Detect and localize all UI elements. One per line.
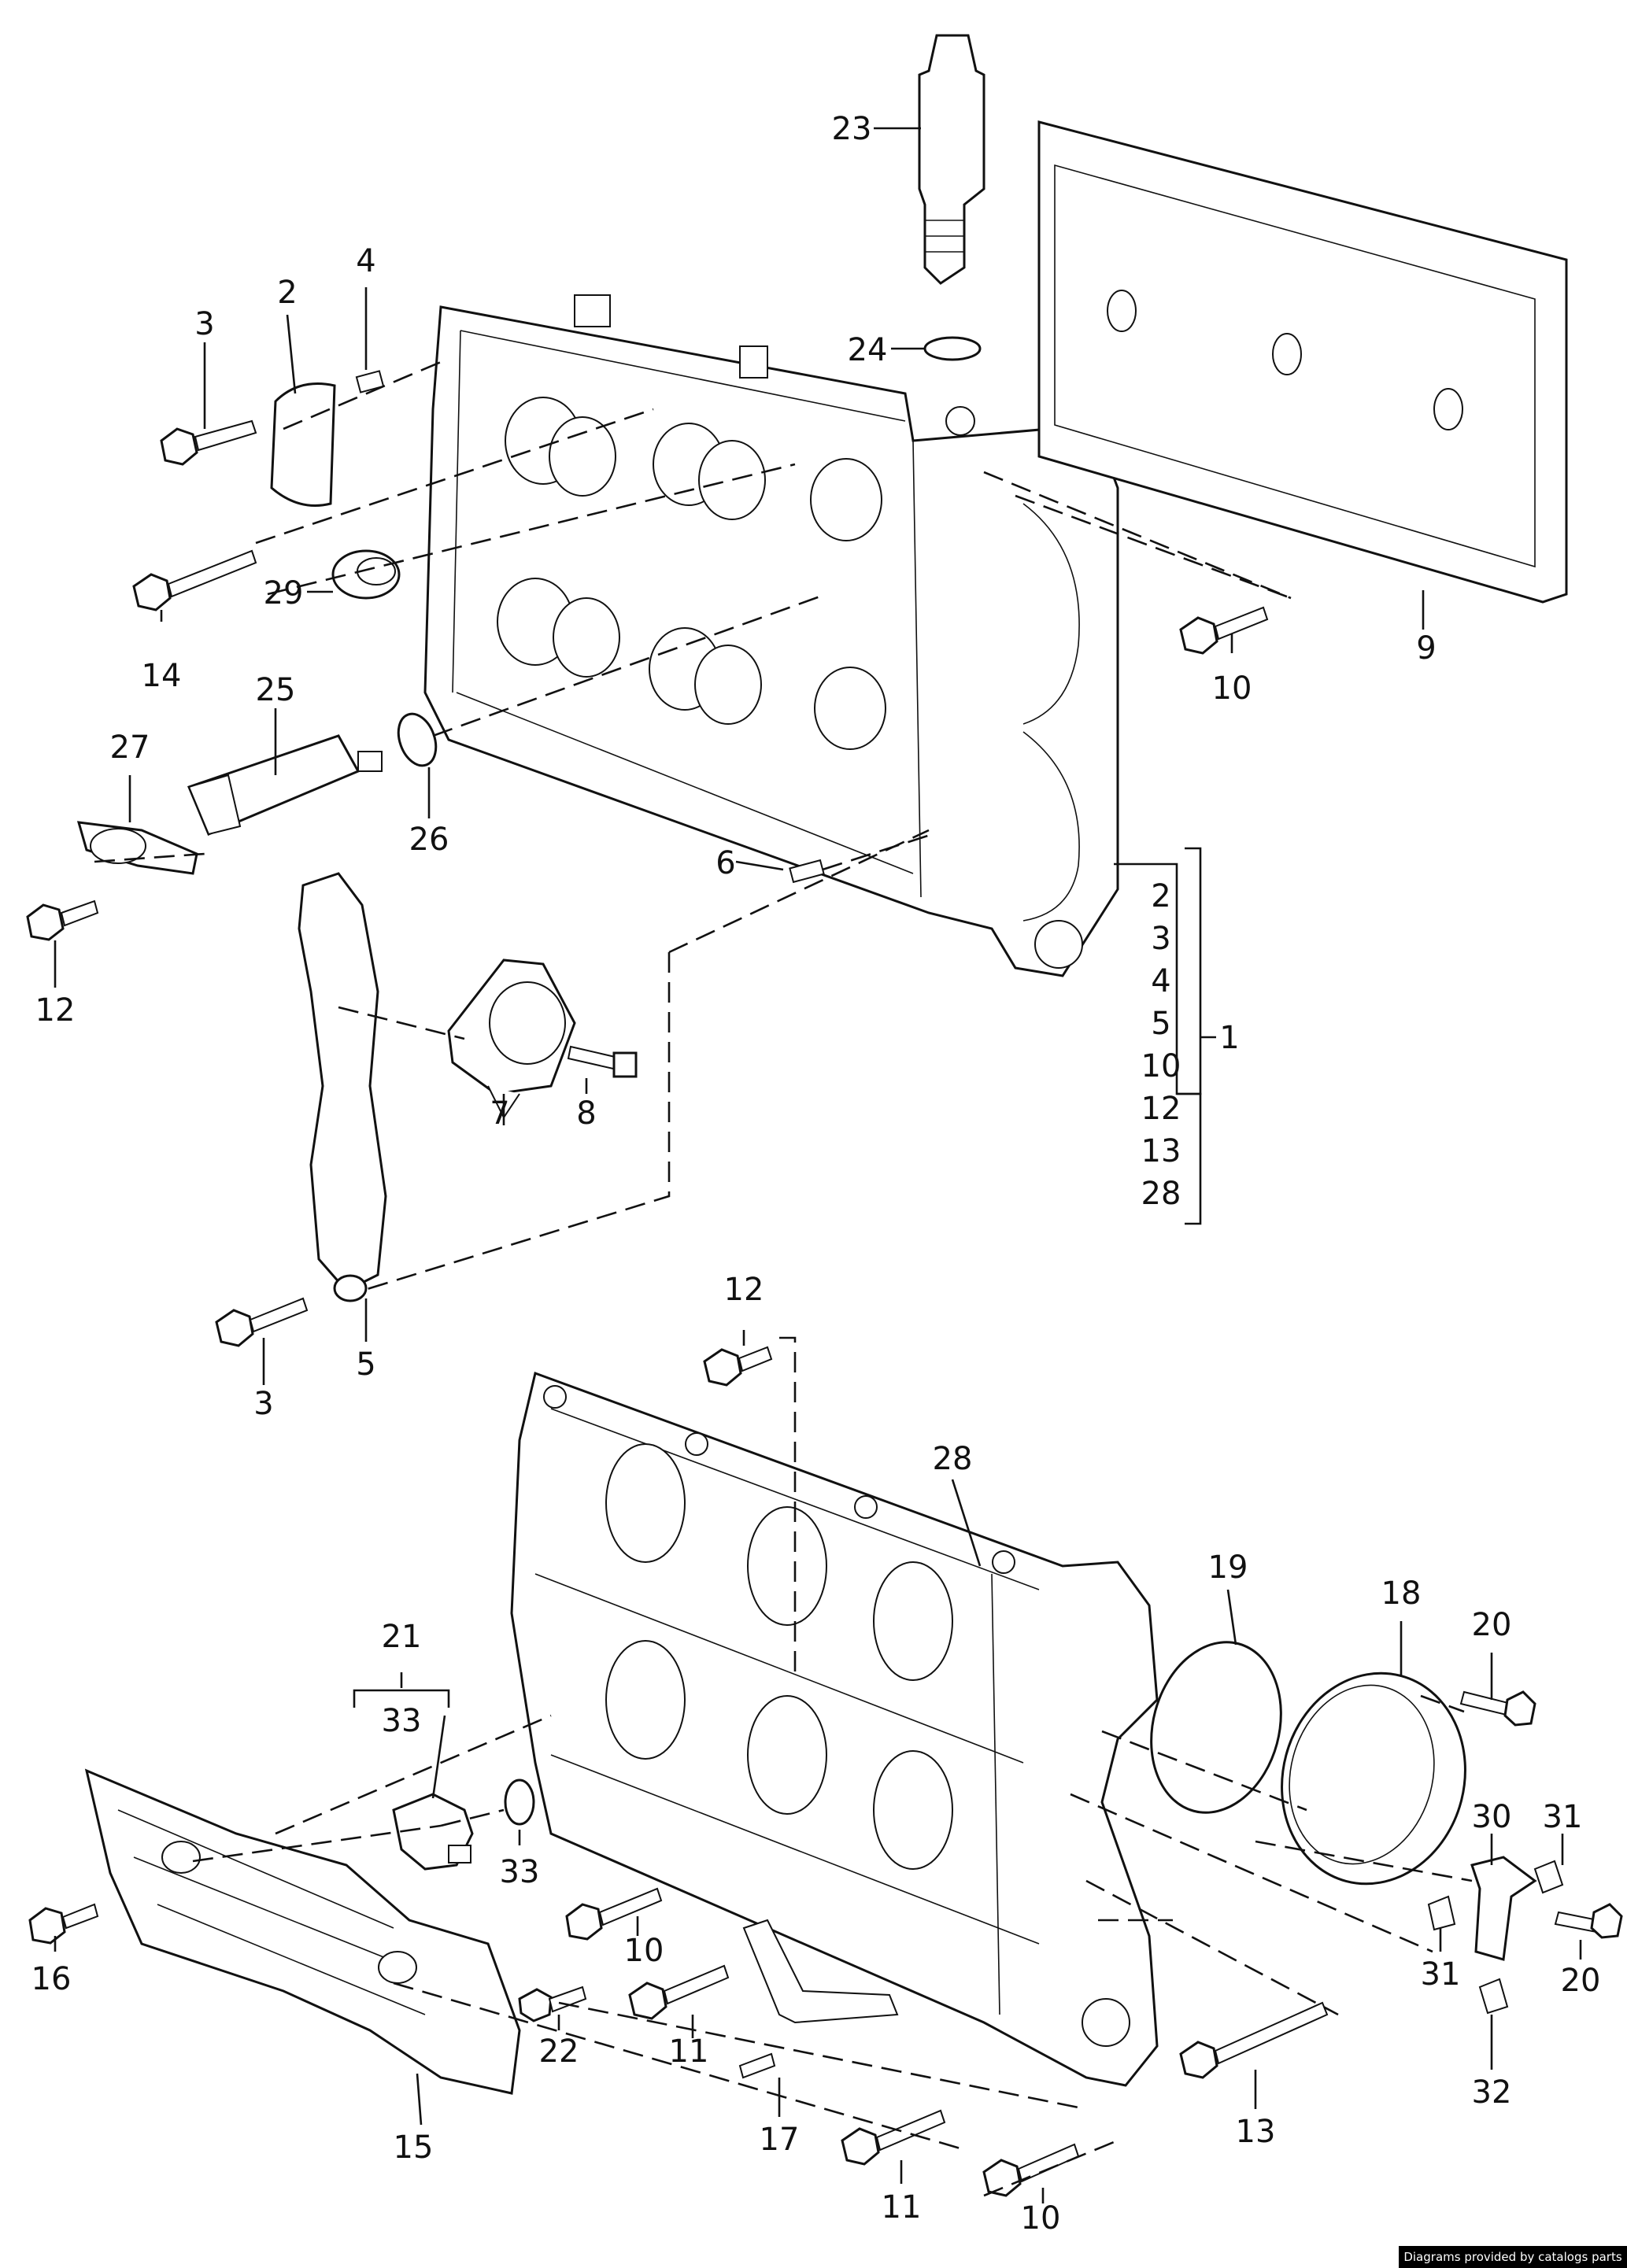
bolt-13 <box>1179 2001 1329 2079</box>
bolt-3-lower <box>215 1297 309 1347</box>
bracket-30 <box>1470 1856 1537 1961</box>
bolt-20-lower <box>1554 1903 1623 1939</box>
callout-labels: 23 24 3 2 4 9 10 29 14 25 27 26 12 6 7 8… <box>31 111 1601 2237</box>
clip-32 <box>1478 1978 1509 2015</box>
callout-13: 13 <box>1236 2114 1276 2150</box>
callout-7: 7 <box>490 1095 509 1132</box>
o-ring-19 <box>1150 1641 1282 1814</box>
pin-6 <box>789 859 825 884</box>
solenoid-valve-23 <box>918 34 985 285</box>
kit-item-4: 4 <box>1151 963 1170 999</box>
callout-12-lower: 12 <box>724 1272 764 1308</box>
seal-29 <box>331 549 401 600</box>
callout-11-lower: 11 <box>882 2189 922 2226</box>
callout-31-upper: 31 <box>1543 1799 1583 1835</box>
callout-20-upper: 20 <box>1472 1607 1512 1643</box>
callout-33-lower: 33 <box>500 1854 540 1890</box>
callout-30: 30 <box>1472 1799 1512 1835</box>
screw-8 <box>567 1045 638 1078</box>
kit-item-5: 5 <box>1151 1006 1170 1042</box>
camshaft-housing-28 <box>510 1372 1159 2087</box>
diagram-credit: Diagrams provided by catalogs parts <box>1399 2246 1627 2268</box>
callout-5: 5 <box>356 1346 375 1383</box>
bolt-14 <box>132 549 257 611</box>
callout-9: 9 <box>1416 630 1436 667</box>
callout-25: 25 <box>256 672 296 708</box>
callout-32: 32 <box>1472 2074 1512 2111</box>
bolt-11-lower <box>841 2109 946 2166</box>
callout-4: 4 <box>356 243 375 279</box>
bolt-3 <box>160 419 257 466</box>
callout-20-lower: 20 <box>1561 1963 1601 1999</box>
callout-1: 1 <box>1219 1020 1239 1056</box>
screw-22 <box>518 1985 587 2022</box>
clip-31-lower <box>1427 1895 1456 1931</box>
bracket-27 <box>76 821 198 875</box>
callout-11-mid: 11 <box>669 2033 709 2070</box>
callout-26: 26 <box>409 822 449 858</box>
cylinder-head-upper <box>423 294 1119 977</box>
callout-23: 23 <box>832 111 872 147</box>
callout-22: 22 <box>539 2033 579 2070</box>
callout-33-upper: 33 <box>382 1703 422 1739</box>
o-ring-24 <box>923 336 982 361</box>
callout-15: 15 <box>394 2129 434 2166</box>
o-ring-33 <box>504 1779 535 1826</box>
sleeve-5 <box>333 1274 368 1302</box>
callout-14: 14 <box>142 658 182 694</box>
callout-12-upper: 12 <box>35 992 76 1029</box>
bracket-17 <box>738 1919 899 2079</box>
callout-2: 2 <box>277 275 297 311</box>
callout-19: 19 <box>1208 1550 1248 1586</box>
callout-24: 24 <box>848 332 888 368</box>
kit-item-10: 10 <box>1141 1048 1181 1084</box>
callout-27: 27 <box>110 730 150 766</box>
bolt-16 <box>28 1903 99 1945</box>
bearing-bridge-5 <box>298 872 387 1292</box>
callout-10-mid: 10 <box>624 1933 664 1969</box>
gasket-9 <box>1037 120 1568 604</box>
bolt-12-lower <box>703 1346 773 1387</box>
callout-6: 6 <box>716 845 735 881</box>
callout-21: 21 <box>382 1619 422 1655</box>
kit-item-12: 12 <box>1141 1091 1181 1127</box>
sensor-21 <box>392 1793 474 1871</box>
bolt-11-mid <box>628 1964 730 2020</box>
bolt-12-upper <box>26 899 99 941</box>
heat-shield-15 <box>84 1768 521 2095</box>
holder-7 <box>447 959 576 1119</box>
camshaft-solenoid-25 <box>187 734 383 836</box>
callout-8: 8 <box>576 1095 596 1132</box>
callout-10-lower: 10 <box>1021 2200 1061 2237</box>
callout-28: 28 <box>933 1441 973 1477</box>
callout-18: 18 <box>1381 1575 1422 1612</box>
kit-item-28: 28 <box>1141 1176 1181 1212</box>
callout-10-upper: 10 <box>1212 670 1252 707</box>
kit-item-13: 13 <box>1141 1133 1181 1169</box>
bolt-20-upper <box>1459 1690 1536 1727</box>
callout-29: 29 <box>264 575 304 611</box>
cover-18 <box>1281 1671 1466 1886</box>
kit-item-2: 2 <box>1151 878 1170 914</box>
bolt-10-mid <box>565 1887 663 1941</box>
dowel-4 <box>355 370 385 393</box>
bearing-cap-2 <box>270 382 336 507</box>
bolt-10-lower <box>982 2143 1080 2197</box>
callout-31-lower: 31 <box>1421 1956 1461 1993</box>
callout-16: 16 <box>31 1961 72 1997</box>
callout-17: 17 <box>760 2122 800 2158</box>
o-ring-26 <box>397 712 438 767</box>
clip-31-upper <box>1533 1860 1564 1894</box>
bolt-10-right <box>1179 606 1269 655</box>
leader-lines <box>54 127 1582 2203</box>
callout-3: 3 <box>194 306 214 342</box>
callout-3-lower: 3 <box>253 1386 273 1422</box>
kit-item-3: 3 <box>1151 921 1170 957</box>
